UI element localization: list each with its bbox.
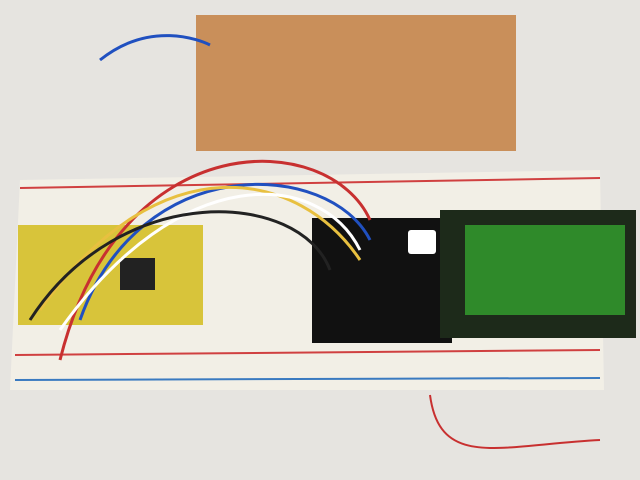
perfboard <box>196 15 516 151</box>
microcontroller-board <box>18 225 203 325</box>
label-sticker <box>408 230 436 254</box>
